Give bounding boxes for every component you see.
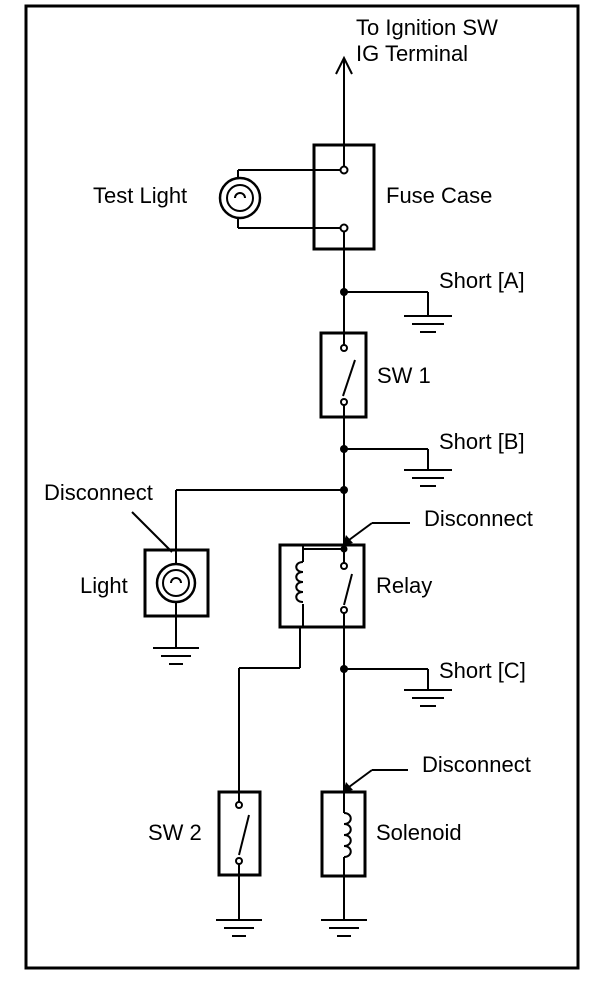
short-c-label: Short [C] [439,658,526,683]
disconnect-light-label: Disconnect [44,480,153,505]
short-b-ground-icon [404,469,452,487]
diagram-frame [24,4,580,970]
sw2-switch [217,790,262,920]
test-light-bulb-icon [218,176,262,220]
relay-wiring [238,545,348,792]
fuse-terminal-top [339,165,349,175]
fuse-case [312,143,376,251]
light-ground-icon [153,647,199,665]
ignition-arrow-icon [335,55,353,75]
short-c-ground-icon [404,689,452,707]
solenoid [320,790,367,878]
short-a-branch [340,288,429,316]
disconnect-relay-label: Disconnect [424,506,533,531]
disconnect-light-pointer [131,511,173,553]
solenoid-coil-icon [343,812,352,858]
disconnect-solenoid-pointer [343,769,408,792]
solenoid-label: Solenoid [376,820,462,845]
short-a-label: Short [A] [439,268,525,293]
test-light-label: Test Light [93,183,187,208]
sw2-ground-icon [216,919,262,937]
sw1-switch [319,331,368,419]
short-c-branch [340,665,429,690]
relay [278,543,366,629]
ignition-label-line2: IG Terminal [356,41,468,66]
short-b-branch [340,445,429,470]
solenoid-ground-icon [321,919,367,937]
fuse-case-label: Fuse Case [386,183,492,208]
sw1-label: SW 1 [377,363,431,388]
fuse-terminal-bottom [339,223,349,233]
sw2-label: SW 2 [148,820,202,845]
light-bulb-icon [155,562,197,604]
short-a-ground-icon [404,315,452,333]
relay-label: Relay [376,573,432,598]
short-b-label: Short [B] [439,429,525,454]
light-label: Light [80,573,128,598]
ignition-label-line1: To Ignition SW [356,15,498,40]
relay-coil-icon [295,561,304,603]
disconnect-relay-pointer [343,522,410,545]
disconnect-solenoid-label: Disconnect [422,752,531,777]
